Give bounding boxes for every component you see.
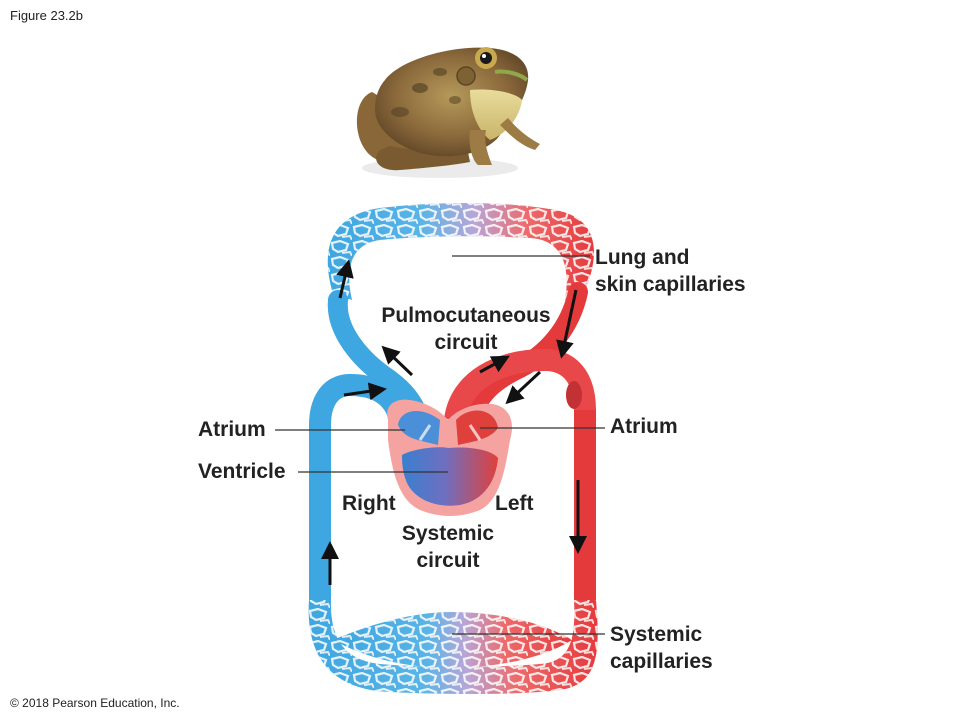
label-left: Left <box>495 492 534 515</box>
arrow-lung-down <box>556 289 578 359</box>
arrow-into-heart-red <box>505 370 542 405</box>
heart <box>387 399 512 516</box>
label-right: Right <box>342 492 396 515</box>
left-atrium <box>456 410 498 445</box>
label-lung-skin-line1: Lung and <box>595 246 690 269</box>
arrow-pulmo-out <box>381 345 414 377</box>
label-systemic-circuit-line2: circuit <box>416 549 480 572</box>
label-systemic-cap-line1: Systemic <box>610 623 703 646</box>
label-atrium-right-side: Atrium <box>610 415 678 438</box>
systemic-capillary-bed <box>308 600 598 695</box>
arrow-pulmo-up <box>336 259 354 299</box>
lung-skin-capillary-bed <box>327 203 594 300</box>
label-lung-skin: Lung and skin capillaries <box>595 244 746 298</box>
label-systemic-cap-line2: capillaries <box>610 650 713 673</box>
label-atrium-left-side: Atrium <box>198 418 266 441</box>
label-pulmo-line1: Pulmocutaneous <box>381 304 551 327</box>
label-systemic-capillaries: Systemic capillaries <box>610 621 713 675</box>
figure-label: Figure 23.2b <box>10 8 83 23</box>
ventricle-shape <box>402 447 498 506</box>
label-systemic-circuit-line1: Systemic <box>401 522 495 545</box>
frog-body <box>356 47 540 178</box>
copyright-notice: © 2018 Pearson Education, Inc. <box>10 696 180 710</box>
label-pulmocutaneous-circuit: Pulmocutaneous circuit <box>366 302 566 356</box>
label-pulmo-line2: circuit <box>434 331 498 354</box>
flow-arrows <box>321 259 587 585</box>
label-systemic-circuit: Systemic circuit <box>378 520 518 574</box>
leader-lines <box>275 255 605 635</box>
arrow-red-arch <box>479 355 510 374</box>
label-lung-skin-line2: skin capillaries <box>595 273 746 296</box>
arrow-blue-return <box>343 382 387 401</box>
label-ventricle: Ventricle <box>198 460 286 483</box>
systemic-vessels <box>309 373 596 600</box>
right-atrium <box>398 410 440 445</box>
